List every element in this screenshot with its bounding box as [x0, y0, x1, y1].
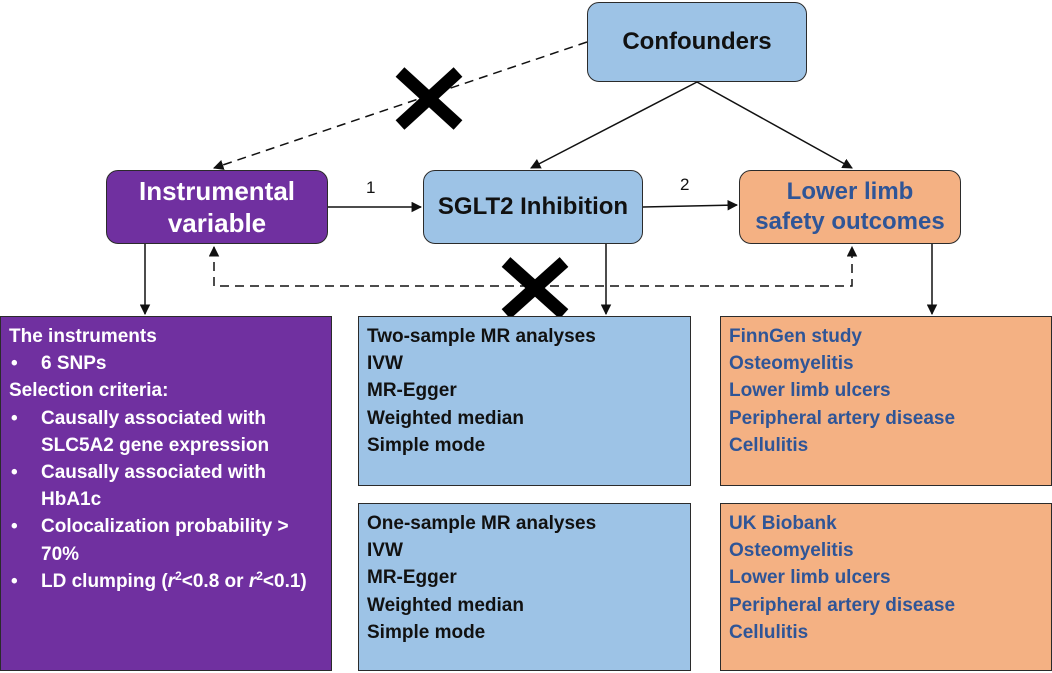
path-2-label: 2: [680, 175, 690, 194]
ukb-outcome-ulcers: Lower limb ulcers: [729, 567, 891, 589]
ukb-outcome-osteomyelitis: Osteomyelitis: [729, 540, 854, 562]
confounders-to-iv-dashed-arrow: [213, 41, 588, 170]
ukb-outcome-cellulitis: Cellulitis: [729, 621, 809, 643]
two-sample-method-ivw: IVW: [367, 353, 403, 375]
instrumental-variable-node: Instrumental variable: [106, 170, 328, 244]
one-sample-method-ivw: IVW: [367, 540, 403, 562]
two-sample-method-weighted-median: Weighted median: [367, 407, 524, 429]
finngen-outcome-cellulitis: Cellulitis: [729, 434, 809, 456]
sglt2-inhibition-node: SGLT2 Inhibition: [423, 170, 643, 244]
criterion-ld-clumping: LD clumping (r2<0.8 or r2<0.1): [9, 568, 325, 595]
snps-bullet: 6 SNPs: [9, 350, 325, 377]
one-sample-method-simple-mode: Simple mode: [367, 621, 486, 643]
confounders-label: Confounders: [622, 28, 772, 55]
two-sample-method-mr-egger: MR-Egger: [367, 380, 457, 402]
cross-mark-direct-path: [501, 257, 569, 319]
confounders-node: Confounders: [587, 2, 807, 82]
outcomes-label-line-2: safety outcomes: [755, 208, 945, 235]
finngen-outcome-osteomyelitis: Osteomyelitis: [729, 353, 854, 375]
cross-mark-confounders: [395, 67, 463, 130]
finngen-outcome-pad: Peripheral artery disease: [729, 407, 956, 429]
finngen-panel: FinnGen study Osteomyelitis Lower limb u…: [720, 316, 1052, 486]
sglt2-to-outcomes-arrow: [642, 199, 739, 211]
sglt2-label: SGLT2 Inhibition: [437, 193, 629, 220]
path-1-label: 1: [366, 178, 376, 197]
ukb-title: UK Biobank: [729, 513, 837, 534]
two-sample-title: Two-sample MR analyses: [367, 326, 596, 347]
iv-label-line-1: Instrumental: [138, 176, 296, 206]
two-sample-mr-panel: Two-sample MR analyses IVW MR-Egger Weig…: [358, 316, 691, 486]
finngen-title: FinnGen study: [729, 326, 862, 347]
iv-label-line-2: variable: [167, 208, 267, 238]
outcomes-label-line-1: Lower limb: [786, 178, 914, 205]
instruments-title: The instruments: [9, 326, 157, 347]
ukb-outcome-pad: Peripheral artery disease: [729, 594, 956, 616]
uk-biobank-panel: UK Biobank Osteomyelitis Lower limb ulce…: [720, 503, 1052, 671]
criterion-gene-expression: Causally associated with SLC5A2 gene exp…: [9, 405, 325, 459]
one-sample-method-weighted-median: Weighted median: [367, 594, 524, 616]
iv-outcomes-direct-dashed-path: [208, 245, 858, 287]
confounders-to-sglt2-arrow: [530, 81, 698, 169]
criterion-colocalization: Colocalization probability > 70%: [9, 513, 325, 567]
one-sample-mr-panel: One-sample MR analyses IVW MR-Egger Weig…: [358, 503, 691, 671]
selection-criteria-title: Selection criteria:: [9, 380, 169, 402]
instruments-panel: The instruments 6 SNPs Selection criteri…: [0, 316, 332, 671]
two-sample-method-simple-mode: Simple mode: [367, 434, 486, 456]
finngen-outcome-ulcers: Lower limb ulcers: [729, 380, 891, 402]
one-sample-title: One-sample MR analyses: [367, 513, 597, 534]
lower-limb-outcomes-node: Lower limb safety outcomes: [739, 170, 961, 244]
criterion-hba1c: Causally associated with HbA1c: [9, 459, 325, 513]
one-sample-method-mr-egger: MR-Egger: [367, 567, 457, 589]
confounders-to-outcomes-arrow: [696, 81, 853, 169]
